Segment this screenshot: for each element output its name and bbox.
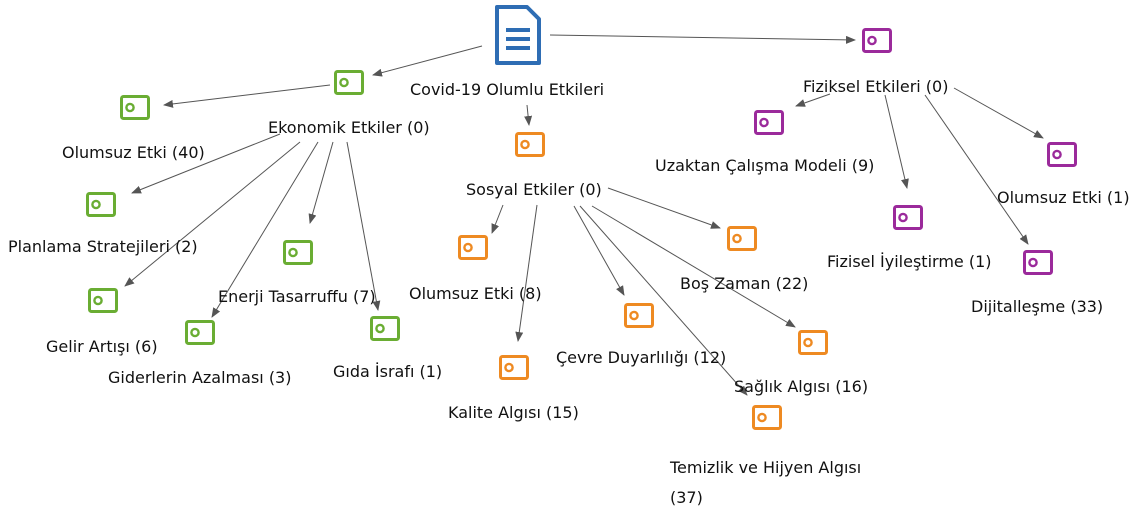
code-tag-icon[interactable] xyxy=(752,405,782,434)
code-tag-icon[interactable] xyxy=(499,355,529,384)
edge-sosyal-to-so_saglik xyxy=(591,205,796,328)
code-tag-icon[interactable] xyxy=(624,303,654,332)
node-label-ek-gida[interactable]: Gıda İsrafı (1) xyxy=(333,362,443,381)
node-label-fi-olumsuz[interactable]: Olumsuz Etki (1) xyxy=(997,188,1130,207)
edge-sosyal-to-so_bos xyxy=(607,187,721,229)
code-tag-icon[interactable] xyxy=(862,28,892,57)
edge-root-to-ekonomik xyxy=(372,45,483,77)
node-label-fiziksel[interactable]: Fiziksel Etkileri (0) xyxy=(803,77,949,96)
edge-ekonomik-to-ek_gida xyxy=(346,141,381,311)
node-label-fi-iyilestirme[interactable]: Fizisel İyileştirme (1) xyxy=(827,252,992,271)
document-icon[interactable] xyxy=(494,4,542,70)
code-tag-icon[interactable] xyxy=(86,192,116,221)
code-tag-icon[interactable] xyxy=(1047,142,1077,171)
node-label-ek-olumsuz[interactable]: Olumsuz Etki (40) xyxy=(62,143,205,162)
edge-sosyal-to-so_cevre xyxy=(573,205,625,296)
edge-fiziksel-to-fi_iyilestirme xyxy=(884,94,909,189)
node-label-ekonomik[interactable]: Ekonomik Etkiler (0) xyxy=(268,118,430,137)
node-label-fi-uzaktan[interactable]: Uzaktan Çalışma Modeli (9) xyxy=(655,156,875,175)
edge-root-to-sosyal xyxy=(524,104,533,126)
edge-sosyal-to-so_olumsuz xyxy=(491,204,504,234)
edge-ekonomik-to-ek_enerji xyxy=(308,141,334,224)
code-tag-icon[interactable] xyxy=(120,95,150,124)
edge-ekonomik-to-ek_gelir xyxy=(124,141,301,287)
edge-ekonomik-to-ek_planlama xyxy=(131,133,281,194)
node-label-sosyal[interactable]: Sosyal Etkiler (0) xyxy=(466,180,602,199)
edge-root-to-fiziksel xyxy=(549,34,856,44)
node-label-fi-dijital[interactable]: Dijitalleşme (33) xyxy=(971,297,1104,316)
node-label-so-bos[interactable]: Boş Zaman (22) xyxy=(680,274,809,293)
edge-sosyal-to-so_kalite xyxy=(515,204,538,342)
edge-fiziksel-to-fi_dijital xyxy=(924,94,1029,245)
node-label-ek-gider[interactable]: Giderlerin Azalması (3) xyxy=(108,368,292,387)
edge-ekonomik-to-ek_gider xyxy=(211,141,319,318)
node-label-so-kalite[interactable]: Kalite Algısı (15) xyxy=(448,403,579,422)
code-tag-icon[interactable] xyxy=(283,240,313,269)
edge-sosyal-to-so_temizlik xyxy=(579,205,748,396)
node-label-ek-gelir[interactable]: Gelir Artışı (6) xyxy=(46,337,158,356)
code-tag-icon[interactable] xyxy=(798,330,828,359)
code-tag-icon[interactable] xyxy=(893,205,923,234)
node-label-ek-planlama[interactable]: Planlama Stratejileri (2) xyxy=(8,237,198,256)
edge-ekonomik-to-ek_olumsuz xyxy=(163,84,331,108)
edge-fiziksel-to-fi_uzaktan xyxy=(795,93,831,107)
code-tag-icon[interactable] xyxy=(88,288,118,317)
code-tag-icon[interactable] xyxy=(515,132,545,161)
code-tag-icon[interactable] xyxy=(1023,250,1053,279)
code-tag-icon[interactable] xyxy=(458,235,488,264)
node-label-so-olumsuz[interactable]: Olumsuz Etki (8) xyxy=(409,284,542,303)
node-label-root[interactable]: Covid-19 Olumlu Etkileri xyxy=(410,80,605,99)
node-label-ek-enerji[interactable]: Enerji Tasarruffu (7) xyxy=(218,287,376,306)
code-tag-icon[interactable] xyxy=(727,226,757,255)
node-label-so-saglik[interactable]: Sağlık Algısı (16) xyxy=(734,377,869,396)
code-tag-icon[interactable] xyxy=(185,320,215,349)
edge-fiziksel-to-fi_olumsuz xyxy=(953,87,1044,139)
code-tag-icon[interactable] xyxy=(754,110,784,139)
node-label-so-cevre[interactable]: Çevre Duyarlılığı (12) xyxy=(556,348,727,367)
code-tag-icon[interactable] xyxy=(370,316,400,345)
node-label-so-temizlik[interactable]: Temizlik ve Hijyen Algısı (37) xyxy=(670,458,862,507)
code-tag-icon[interactable] xyxy=(334,70,364,99)
